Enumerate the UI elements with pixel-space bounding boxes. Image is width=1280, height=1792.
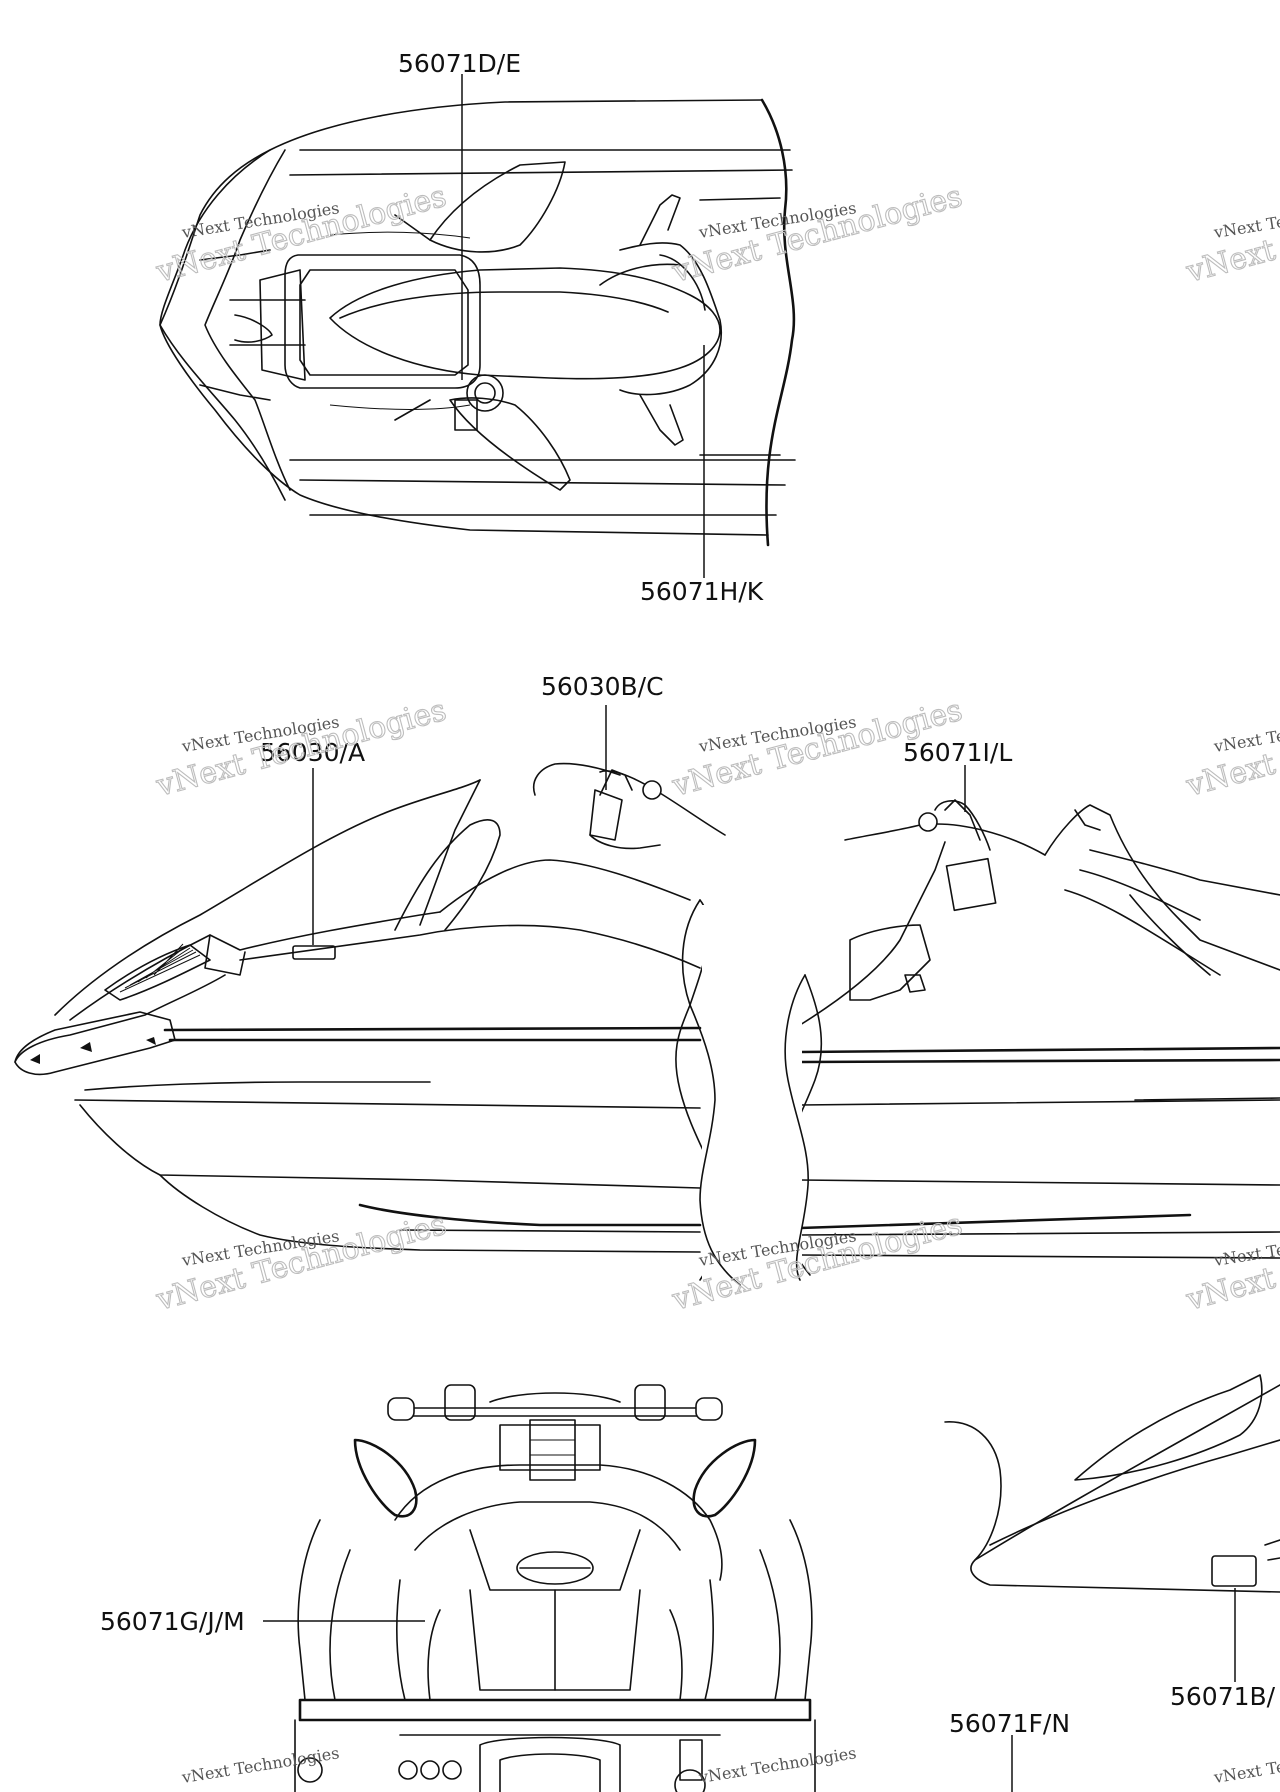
svg-text:vNext Technologies: vNext Technologies [1212, 1743, 1280, 1787]
callout-side-3: 56071I/L [903, 738, 1012, 767]
svg-text:vNext Technologies: vNext Technologies [697, 1743, 858, 1787]
callout-side-2: 56030/A [260, 738, 365, 767]
callout-rear-1: 56071G/J/M [100, 1607, 245, 1636]
callout-top-2: 56071H/K [640, 577, 764, 606]
callout-partial-2: 56071F/N [949, 1709, 1070, 1738]
rear-view-drawing [263, 1384, 816, 1792]
partial-side-view-drawing [944, 1374, 1280, 1792]
callout-side-1: 56030B/C [541, 672, 664, 701]
callout-partial-1: 56071B/ [1170, 1682, 1276, 1711]
watermark-20: vNext Technologies [697, 1743, 858, 1787]
side-view-drawing [14, 705, 1280, 1286]
top-view-drawing [159, 74, 796, 578]
watermark-21: vNext Technologies [1212, 1743, 1280, 1787]
callout-top-1: 56071D/E [398, 49, 521, 78]
